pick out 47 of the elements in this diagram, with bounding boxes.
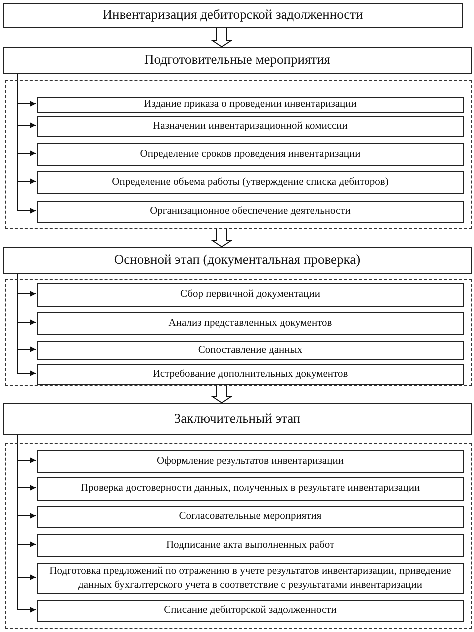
stage-box bbox=[3, 247, 472, 274]
step-box bbox=[37, 563, 464, 594]
step-box bbox=[37, 171, 464, 194]
block-arrow bbox=[211, 386, 233, 404]
step-label: Оформление результатов инвентаризации bbox=[157, 454, 344, 468]
step-label: Подготовка предложений по отражению в учете результатов инвентаризации, приведение данных бухгалтерского учета в соответствие с результатами инвентаризации bbox=[48, 565, 452, 592]
step-box bbox=[37, 364, 464, 385]
step-box bbox=[37, 506, 464, 528]
step-label: Подготовительные мероприятия bbox=[144, 52, 331, 69]
step-box bbox=[37, 97, 464, 113]
step-label: Списание дебиторской задолженности bbox=[164, 604, 337, 618]
stage-box bbox=[3, 403, 472, 435]
step-label: Сбор первичной документации bbox=[180, 288, 320, 302]
step-box bbox=[37, 283, 464, 307]
block-arrow bbox=[211, 228, 233, 248]
step-label: Инвентаризация дебиторской задолженности bbox=[102, 7, 364, 24]
step-box bbox=[37, 341, 464, 360]
step-label: Анализ представленных документов bbox=[168, 316, 332, 330]
step-label: Сопоставление данных bbox=[198, 344, 303, 358]
step-label: Издание приказа о проведении инвентаризации bbox=[144, 98, 357, 112]
block-arrow bbox=[211, 28, 233, 48]
connector-arrow bbox=[18, 74, 36, 214]
step-box bbox=[37, 534, 464, 557]
step-label: Определение сроков проведения инвентаризации bbox=[140, 148, 361, 162]
step-box bbox=[37, 450, 464, 473]
step-label: Истребование дополнительных документов bbox=[152, 368, 348, 382]
connector-arrow bbox=[18, 274, 36, 376]
title-box bbox=[3, 3, 463, 28]
step-label: Согласовательные мероприятия bbox=[179, 510, 322, 524]
step-box bbox=[37, 477, 464, 501]
dashed-group-box bbox=[5, 80, 472, 229]
step-label: Организационное обеспечение деятельности bbox=[150, 205, 351, 219]
step-box bbox=[37, 312, 464, 335]
step-box bbox=[37, 600, 464, 622]
step-label: Определение объема работы (утверждение списка дебиторов) bbox=[112, 176, 389, 190]
step-label: Подписание акта выполненных работ bbox=[166, 538, 335, 552]
connector-arrow bbox=[18, 434, 36, 613]
step-label: Назначении инвентаризационной комиссии bbox=[153, 120, 348, 134]
step-box bbox=[37, 201, 464, 223]
step-label: Основной этап (документальная проверка) bbox=[114, 252, 361, 269]
step-box bbox=[37, 143, 464, 166]
step-box bbox=[37, 116, 464, 137]
dashed-group-box bbox=[5, 443, 472, 629]
step-label: Проверка достоверности данных, полученных в результате инвентаризации bbox=[80, 482, 420, 496]
dashed-group-box bbox=[5, 279, 472, 386]
stage-box bbox=[3, 47, 472, 74]
step-label: Заключительный этап bbox=[174, 410, 301, 428]
